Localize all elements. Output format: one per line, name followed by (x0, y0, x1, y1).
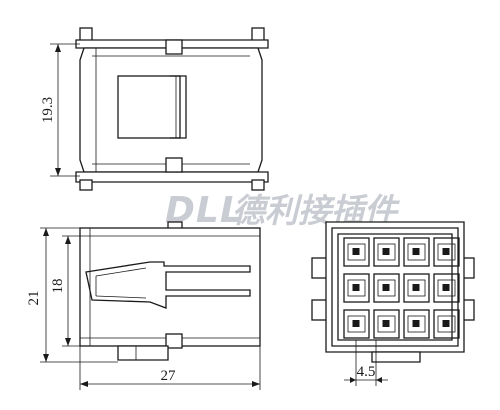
cavity (373, 237, 400, 267)
cavity (373, 273, 400, 303)
dim-side-total: 21 (26, 291, 42, 306)
cavity (343, 273, 370, 303)
cavity-grid (343, 237, 460, 339)
cavity (403, 273, 430, 303)
cavity (433, 309, 460, 339)
cavity (433, 273, 460, 303)
top-view: 19.3 (40, 27, 269, 191)
dim-top-height: 19.3 (40, 97, 56, 123)
front-view: 4.5 (311, 221, 475, 386)
dim-side-inner: 18 (50, 279, 66, 294)
cavity (343, 237, 370, 267)
cavity (403, 237, 430, 267)
cavity (433, 237, 460, 267)
cavity (343, 309, 370, 339)
dim-pitch: 4.5 (357, 364, 376, 380)
cavity (373, 309, 400, 339)
cavity (403, 309, 430, 339)
side-view: 21 18 27 (26, 221, 261, 390)
dim-side-width: 27 (161, 368, 177, 384)
